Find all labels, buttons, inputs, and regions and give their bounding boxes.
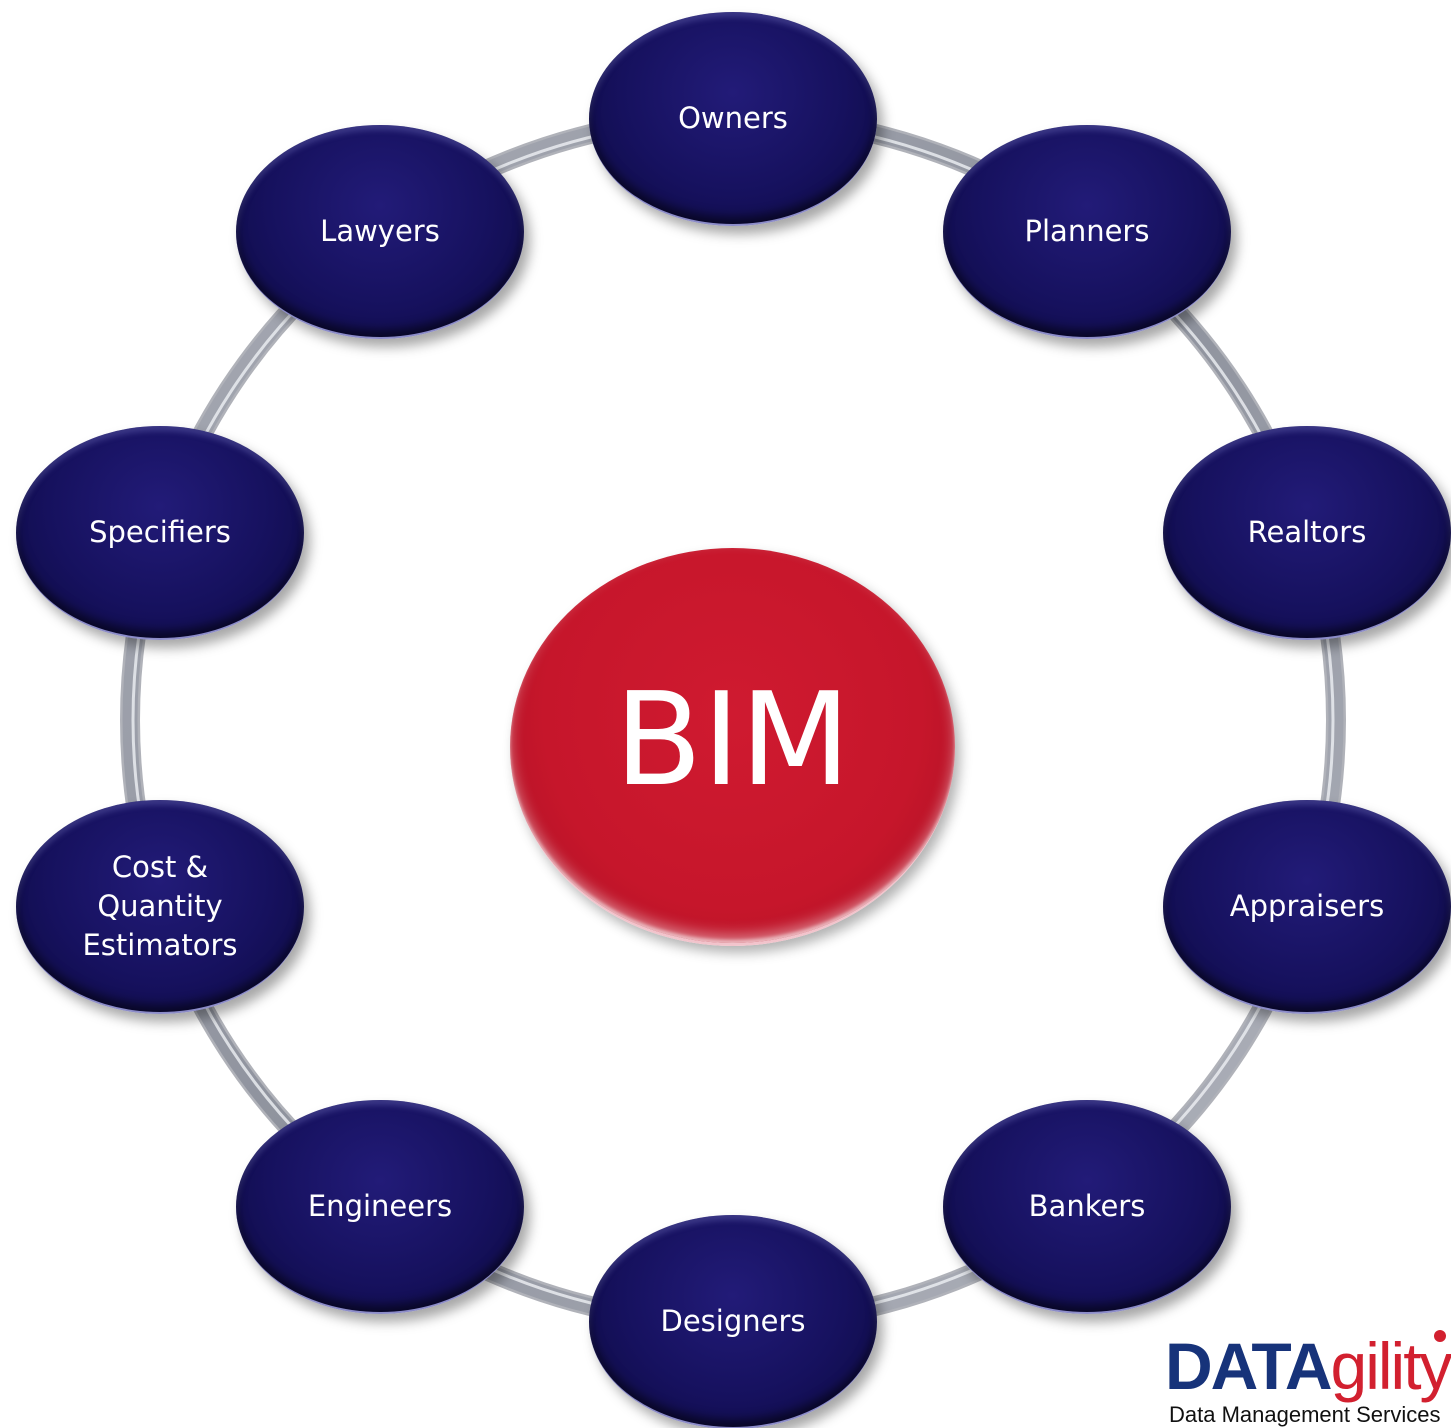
node-realtors-label: Realtors [1247,514,1367,549]
node-designers-label: Designers [660,1303,806,1338]
node-bankers[interactable]: Bankers [943,1100,1231,1314]
logo-word-gility: gility [1330,1329,1451,1403]
node-planners-label: Planners [1024,213,1150,248]
node-planners[interactable]: Planners [943,125,1231,339]
node-appraisers-label: Appraisers [1229,888,1385,923]
node-engineers-label: Engineers [307,1188,453,1223]
node-appraisers[interactable]: Appraisers [1163,800,1451,1014]
node-bankers-label: Bankers [1028,1188,1146,1223]
node-designers[interactable]: Designers [589,1215,877,1428]
node-engineers[interactable]: Engineers [236,1100,524,1314]
bim-hub-label: BIM [614,666,851,815]
logo-tagline: Data Management Services [1169,1402,1441,1427]
bim-hub[interactable]: BIM [510,548,955,946]
node-specifiers-label: Specifiers [89,514,231,549]
node-realtors[interactable]: Realtors [1163,426,1451,640]
logo-dot-icon [1434,1330,1446,1342]
node-estimators-label: Cost & Quantity Estimators [82,849,238,962]
datagility-logo: DATAgility Data Management Services [1163,1328,1451,1428]
node-lawyers[interactable]: Lawyers [236,125,524,339]
logo-word-data: DATA [1165,1329,1333,1403]
node-owners[interactable]: Owners [589,12,877,226]
node-lawyers-label: Lawyers [320,213,440,248]
logo-wordmark: DATAgility [1165,1328,1451,1404]
node-owners-label: Owners [678,100,788,135]
node-specifiers[interactable]: Specifiers [16,426,304,640]
node-estimators[interactable]: Cost & Quantity Estimators [16,800,304,1014]
